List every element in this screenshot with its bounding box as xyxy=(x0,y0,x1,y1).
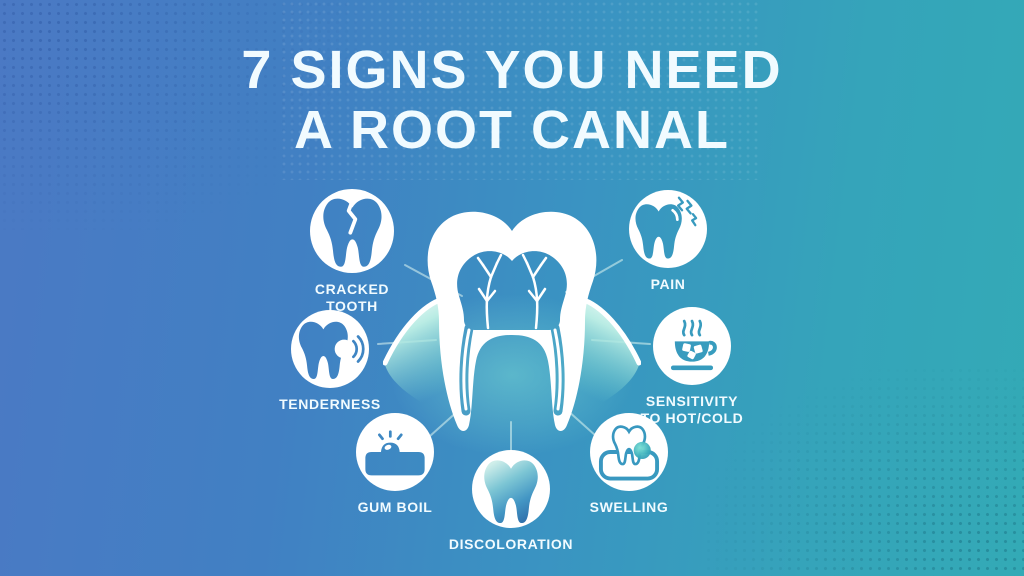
sign-label: SWELLING xyxy=(589,499,669,515)
root-canal-nerves xyxy=(462,253,562,411)
tooth-cross-section-illustration xyxy=(383,211,641,431)
sign-label: DISCOLORATION xyxy=(448,536,574,552)
sign-label: SENSITIVITY TO HOT/COLD xyxy=(640,393,744,426)
gum-boil-icon xyxy=(356,413,434,491)
sign-discoloration: DISCOLORATION xyxy=(441,450,581,553)
tooth-body xyxy=(427,211,597,431)
sign-sensitivity: SENSITIVITY TO HOT/COLD xyxy=(627,307,757,427)
sign-cracked-tooth: CRACKED TOOTH xyxy=(292,189,412,315)
infographic-title: 7 SIGNS YOU NEED A ROOT CANAL xyxy=(0,40,1024,160)
sign-pain: PAIN xyxy=(608,190,728,293)
sign-label: CRACKED TOOTH xyxy=(314,281,390,314)
discolored-tooth-icon xyxy=(472,450,550,528)
sign-label: GUM BOIL xyxy=(357,499,433,515)
sign-swelling: SWELLING xyxy=(569,413,689,516)
swollen-gum-tooth-icon xyxy=(590,413,668,491)
pain-lightning-tooth-icon xyxy=(629,190,707,268)
title-line-1: 7 SIGNS YOU NEED xyxy=(241,40,783,100)
sign-label: PAIN xyxy=(650,276,686,292)
sign-gum-boil: GUM BOIL xyxy=(335,413,455,516)
title-line-2: A ROOT CANAL xyxy=(294,100,730,160)
hot-cold-cup-icon xyxy=(653,307,731,385)
sign-tenderness: TENDERNESS xyxy=(270,310,390,413)
cracked-tooth-icon xyxy=(310,189,394,273)
sign-label: TENDERNESS xyxy=(279,396,381,412)
tender-tooth-pressure-icon xyxy=(291,310,369,388)
